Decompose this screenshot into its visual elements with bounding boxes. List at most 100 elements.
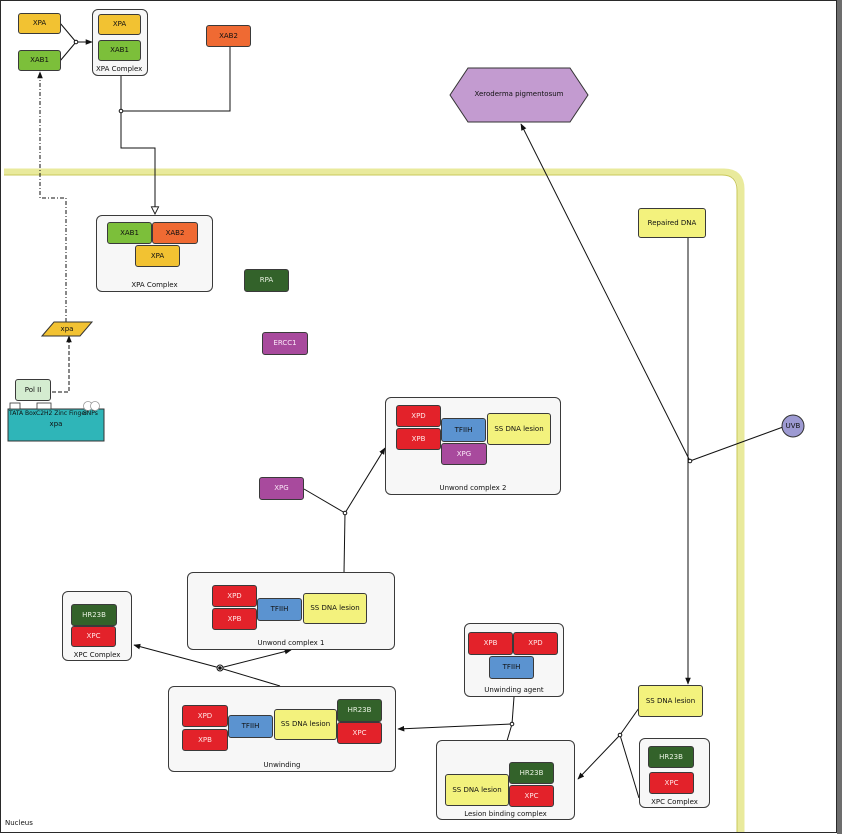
tata-box-feature (9, 402, 21, 410)
unwinding-label: Unwinding (263, 761, 301, 769)
ssdna-lesion-node-uw2[interactable]: SS DNA lesion (487, 413, 551, 445)
xpg-node-uw2[interactable]: XPG (441, 443, 487, 465)
xpd-node-uw1[interactable]: XPD (212, 585, 257, 607)
hr23b-node-right[interactable]: HR23B (648, 746, 694, 768)
xpc-node-lbc[interactable]: XPC (509, 785, 554, 807)
xpd-node-uw2[interactable]: XPD (396, 405, 441, 427)
ssdna-lesion-node-unw[interactable]: SS DNA lesion (274, 709, 337, 740)
tfiih-node-unw[interactable]: TFIIH (228, 715, 273, 738)
junction-unwinding (509, 721, 515, 727)
junctions (73, 39, 693, 738)
xpg-node[interactable]: XPG (259, 477, 304, 500)
edge-xab2-down (121, 47, 231, 112)
xpa-rna-node[interactable] (40, 321, 94, 337)
edge-to-lesion-binding (577, 734, 621, 780)
xpb-label: XPB (227, 614, 242, 623)
uvb-node[interactable] (781, 414, 805, 438)
xpc-complex-right-label: XPC Complex (651, 798, 698, 806)
xpc-node-left[interactable]: XPC (71, 626, 116, 647)
edge-to-xp (520, 123, 691, 462)
edge-unwound1-up (343, 512, 346, 574)
xpb-label: XPB (483, 639, 498, 647)
junction-xab2-bind (118, 108, 124, 114)
tfiih-label: TFIIH (270, 605, 289, 613)
edge-unwinding-up (219, 667, 281, 687)
xab1-label: XAB1 (110, 46, 129, 54)
pol2-node[interactable]: Pol II (15, 379, 51, 401)
tfiih-label: TFIIH (502, 663, 521, 671)
edge-to-xpa-complex-mid (120, 111, 155, 214)
tfiih-node-uw1[interactable]: TFIIH (257, 598, 302, 621)
tfiih-node-uw2[interactable]: TFIIH (441, 418, 486, 442)
xab2-node-mid[interactable]: XAB2 (152, 222, 198, 244)
hr23b-node-left[interactable]: HR23B (71, 604, 117, 626)
xpb-node-uw1[interactable]: XPB (212, 608, 257, 630)
junction-xpa-bind (73, 39, 79, 45)
ercc1-node[interactable]: ERCC1 (262, 332, 308, 355)
xab1-node-top[interactable]: XAB1 (18, 50, 61, 71)
xpc-node-right[interactable]: XPC (649, 772, 694, 794)
xpb-node-uw2[interactable]: XPB (396, 428, 441, 450)
xpa-node-in-complex[interactable]: XPA (98, 14, 141, 35)
edge-agent-down (511, 696, 515, 725)
xpc-label: XPC (352, 728, 367, 737)
hr23b-node-lbc[interactable]: HR23B (509, 762, 554, 784)
xpc-complex-left-label: XPC Complex (73, 651, 121, 659)
xpc-label: XPC (524, 791, 539, 800)
hr23b-label: HR23B (82, 610, 106, 619)
junction-xpg (342, 510, 348, 516)
xpd-node-unw[interactable]: XPD (182, 705, 228, 727)
c2h2-feature (36, 402, 52, 410)
xpd-label: XPD (528, 639, 543, 647)
rpa-node[interactable]: RPA (244, 269, 289, 292)
xab2-label: XAB2 (165, 228, 185, 237)
tfiih-label: TFIIH (241, 722, 260, 730)
nucleus-compartment-inner-line (4, 174, 738, 832)
xpb-node-agent[interactable]: XPB (468, 632, 513, 655)
xpg-label: XPG (456, 449, 472, 458)
xab2-node-top[interactable]: XAB2 (206, 25, 251, 47)
edge-xab1-to-bind (59, 41, 77, 62)
ssdna-lesion-label: SS DNA lesion (494, 424, 544, 433)
junction-lesion (617, 732, 623, 738)
nucleus-compartment (4, 168, 745, 832)
xpc-node-unw[interactable]: XPC (337, 722, 382, 744)
xab1-label: XAB1 (120, 228, 139, 237)
edge-lbc-up (506, 723, 513, 742)
uvb-label: UVB (785, 422, 801, 430)
junction-uvb (687, 458, 693, 464)
xpa-node-mid[interactable]: XPA (135, 245, 180, 267)
xpg-label: XPG (274, 484, 289, 492)
lesion-binding-complex-label: Lesion binding complex (464, 810, 547, 818)
xpd-node-agent[interactable]: XPD (513, 632, 558, 655)
xeroderma-pigmentosum-node[interactable] (449, 67, 589, 123)
xpd-label: XPD (227, 591, 242, 600)
xab1-node-mid[interactable]: XAB1 (107, 222, 152, 244)
hr23b-label: HR23B (347, 706, 372, 714)
hr23b-node-unw[interactable]: HR23B (337, 699, 382, 722)
xab1-node-in-complex[interactable]: XAB1 (98, 40, 141, 61)
unwound-complex-1-label: Unwond complex 1 (257, 639, 325, 647)
xpa-label: XPA (32, 19, 47, 27)
xpd-label: XPD (197, 711, 213, 720)
repaired-dna-node[interactable]: Repaired DNA (638, 208, 706, 238)
xpa-rna-label: xpa (60, 325, 74, 333)
xpb-label: XPB (411, 434, 426, 443)
xpb-node-unw[interactable]: XPB (182, 729, 228, 751)
xpa-node-top[interactable]: XPA (18, 13, 61, 34)
xeroderma-pigmentosum-label: Xeroderma pigmentosum (474, 90, 564, 98)
ssdna-lesion-label: SS DNA lesion (452, 785, 502, 794)
snps-label: SNPs (83, 410, 98, 417)
hr23b-label: HR23B (519, 768, 544, 777)
tfiih-node-agent[interactable]: TFIIH (489, 656, 534, 679)
ssdna-lesion-node-uw1[interactable]: SS DNA lesion (303, 593, 367, 624)
rpa-label: RPA (259, 276, 274, 284)
ssdna-lesion-node-right[interactable]: SS DNA lesion (638, 685, 703, 717)
edge-xpc-right-to-bind (619, 734, 640, 799)
xpa-gene-node[interactable] (7, 408, 105, 442)
ssdna-lesion-node-lbc[interactable]: SS DNA lesion (445, 774, 509, 806)
page-shadow (837, 0, 842, 834)
